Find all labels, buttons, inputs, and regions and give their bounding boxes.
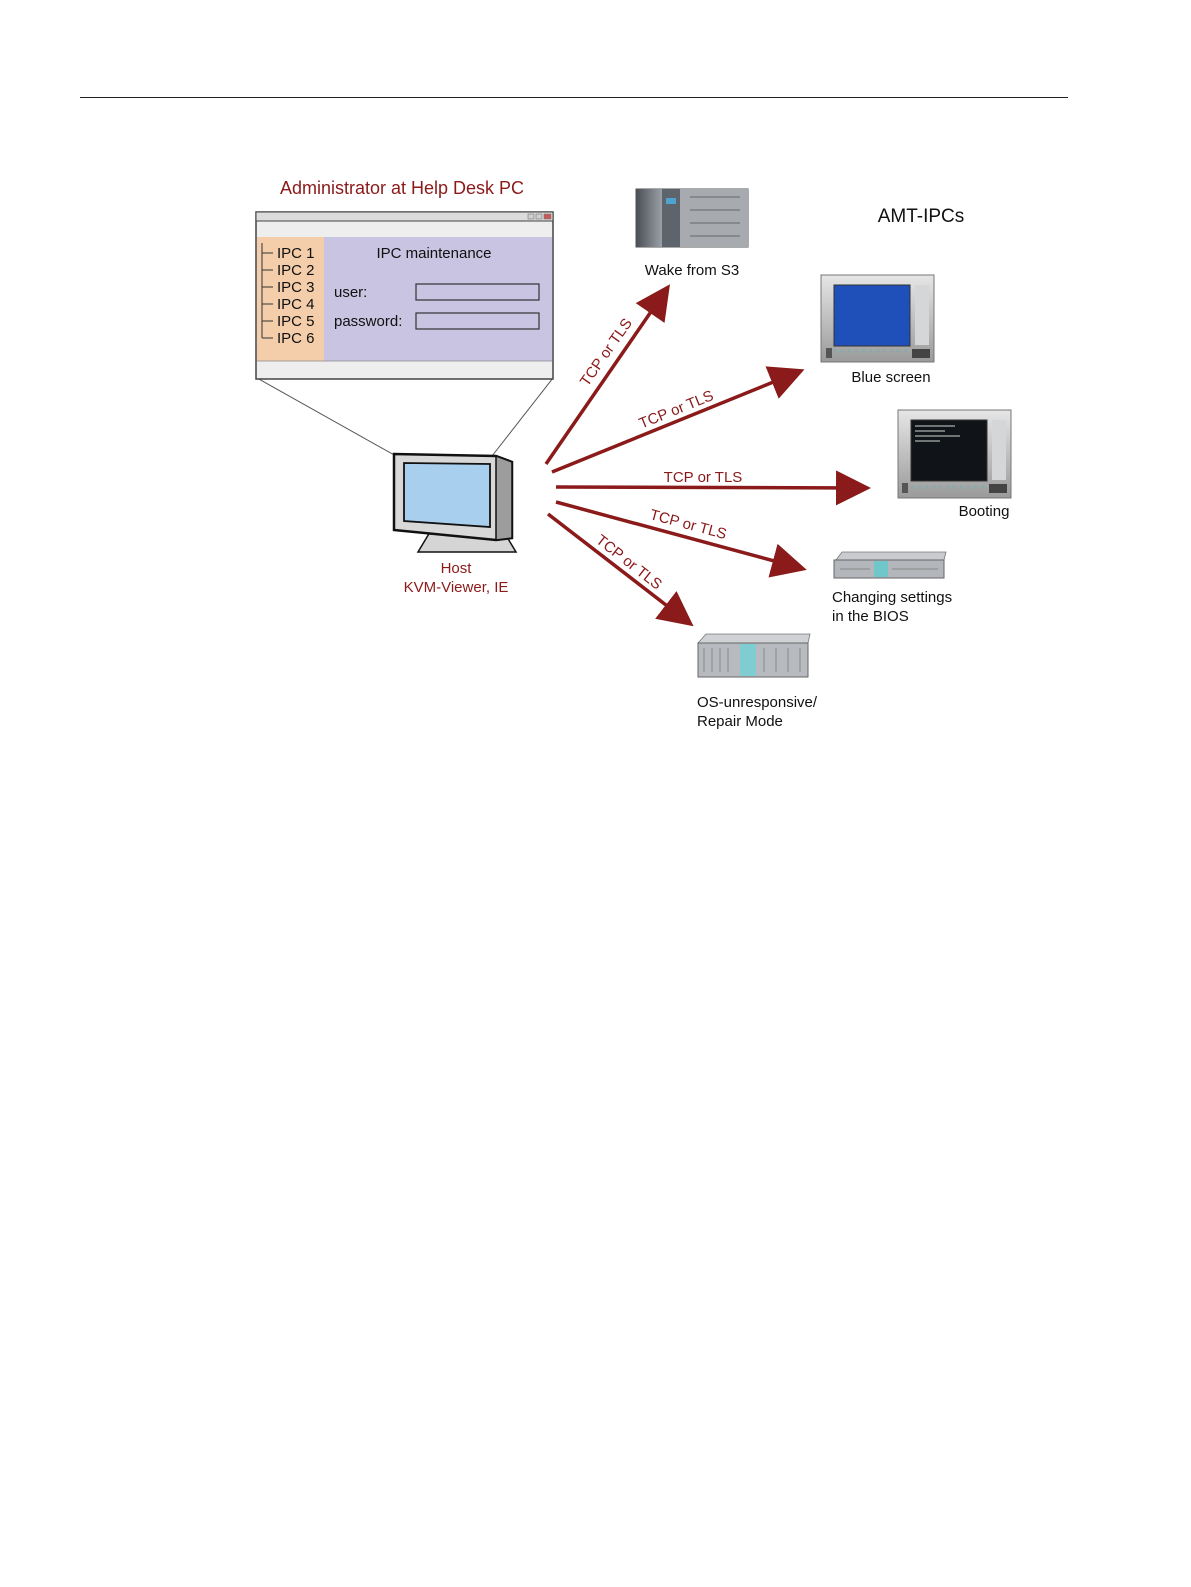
arrow-to-wake xyxy=(546,290,666,464)
arrow-to-bios xyxy=(556,502,800,568)
window-heading: IPC maintenance xyxy=(376,245,491,262)
host-sublabel: KVM-Viewer, IE xyxy=(404,579,509,596)
tree-item-ipc-6[interactable]: IPC 6 xyxy=(277,330,315,347)
booting-label: Booting xyxy=(959,503,1010,520)
os-label-line2: Repair Mode xyxy=(697,713,783,730)
tree-item-ipc-3[interactable]: IPC 3 xyxy=(277,279,315,296)
blue-screen-device-icon xyxy=(821,275,934,362)
wake-label: Wake from S3 xyxy=(645,262,739,279)
host-label: Host xyxy=(441,560,473,577)
tree-item-ipc-2[interactable]: IPC 2 xyxy=(277,262,315,279)
user-input[interactable] xyxy=(416,284,539,300)
bios-device-icon xyxy=(834,552,946,578)
zoom-line-left xyxy=(257,378,396,456)
booting-device-icon xyxy=(898,410,1011,498)
blue-screen-label: Blue screen xyxy=(851,369,930,386)
arrow-to-os xyxy=(548,514,688,622)
minimize-button[interactable] xyxy=(528,214,534,219)
zoom-line-right xyxy=(492,378,553,456)
group-title: AMT-IPCs xyxy=(878,206,965,227)
connection-label-os: TCP or TLS xyxy=(593,532,665,594)
admin-title: Administrator at Help Desk PC xyxy=(280,178,524,198)
connection-arrows xyxy=(546,290,864,622)
user-label: user: xyxy=(334,284,367,301)
connection-label-booting: TCP or TLS xyxy=(664,469,743,486)
os-label-line1: OS-unresponsive/ xyxy=(697,694,818,711)
bios-label-line2: in the BIOS xyxy=(832,608,909,625)
os-device-icon xyxy=(698,634,810,677)
tree-item-ipc-1[interactable]: IPC 1 xyxy=(277,245,315,262)
close-button[interactable] xyxy=(544,214,551,219)
bios-label-line1: Changing settings xyxy=(832,589,952,606)
arrow-to-booting xyxy=(556,487,864,488)
maximize-button[interactable] xyxy=(536,214,542,219)
password-input[interactable] xyxy=(416,313,539,329)
tree-item-ipc-4[interactable]: IPC 4 xyxy=(277,296,315,313)
wake-device-icon xyxy=(636,189,748,247)
password-label: password: xyxy=(334,313,402,330)
tree-item-ipc-5[interactable]: IPC 5 xyxy=(277,313,315,330)
host-monitor-icon xyxy=(394,454,516,552)
